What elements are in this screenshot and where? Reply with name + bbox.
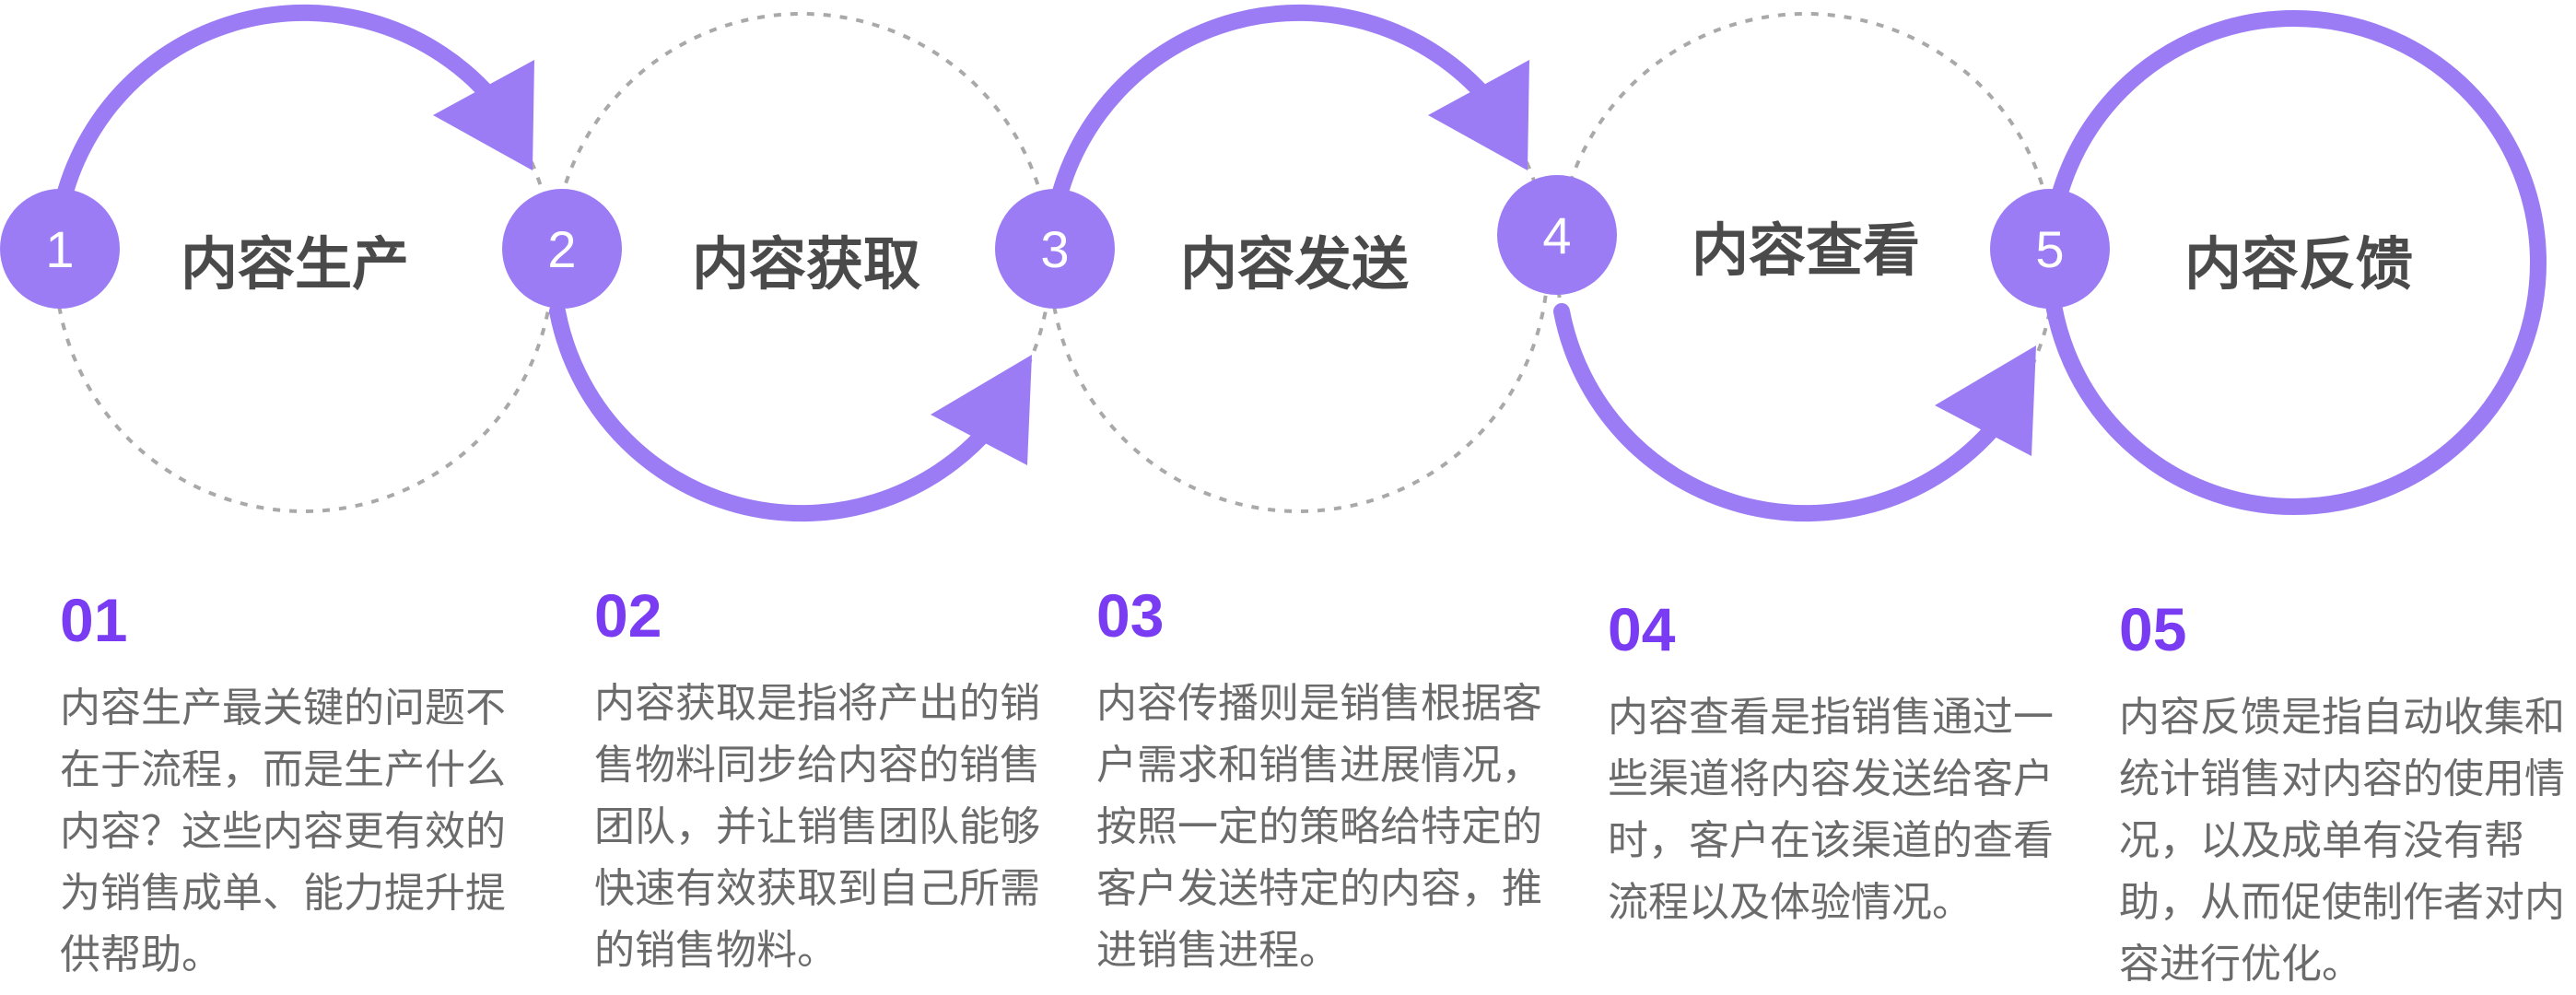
step-3-details: 03 内容传播则是销售根据客户需求和销售进展情况，按照一定的策略给特定的客户发送… [1096,585,1548,981]
badge-step-1 [0,189,120,309]
step-1-details: 01 内容生产最关键的问题不在于流程，而是生产什么内容？这些内容更有效的为销售成… [60,590,511,986]
badge-step-1-number: 1 [45,220,74,278]
step-3-title: 内容发送 [1180,230,1409,298]
step-4-description: 内容查看是指销售通过一些渠道将内容发送给客户时，客户在该渠道的查看流程以及体验情… [1608,694,2054,926]
step-5-title: 内容反馈 [2184,230,2413,298]
arc-step-3 [1047,4,1496,223]
badge-step-5-number: 5 [2035,220,2064,278]
arrowhead-step-3 [1428,60,1529,170]
arc-step-2 [549,303,999,522]
arc-step-1 [52,4,501,223]
badge-step-2 [502,189,622,309]
step-1-number: 01 [60,586,128,654]
arrowhead-step-1 [433,60,534,170]
step-3-number: 03 [1096,581,1165,650]
step-4-number: 04 [1608,595,1676,663]
step-4-details: 04 内容查看是指销售通过一些渠道将内容发送给客户时，客户在该渠道的查看流程以及… [1608,599,2059,934]
badge-step-2-number: 2 [547,220,576,278]
step-2-details: 02 内容获取是指将产出的销售物料同步给内容的销售团队，并让销售团队能够快速有效… [594,585,1046,981]
step-5-description: 内容反馈是指自动收集和统计销售对内容的使用情况，以及成单有没有帮助，从而促使制作… [2119,694,2565,988]
step-2-title: 内容获取 [692,230,920,298]
step-1-title: 内容生产 [181,230,409,298]
arrowhead-step-4 [1935,345,2036,456]
arrowhead-step-2 [931,355,1032,465]
badge-step-5 [1990,189,2110,309]
process-cycle-diagram: 1 2 3 4 5 内容生产 内容获取 内容发送 内容查看 内容反馈 [0,4,2547,522]
badge-step-3 [995,189,1115,309]
step-5-details: 05 内容反馈是指自动收集和统计销售对内容的使用情况，以及成单有没有帮助，从而促… [2119,599,2570,995]
step-1-description: 内容生产最关键的问题不在于流程，而是生产什么内容？这些内容更有效的为销售成单、能… [60,685,506,978]
arc-step-4 [1553,303,2003,522]
step-3-description: 内容传播则是销售根据客户需求和销售进展情况，按照一定的策略给特定的客户发送特定的… [1096,680,1542,974]
step-2-description: 内容获取是指将产出的销售物料同步给内容的销售团队，并让销售团队能够快速有效获取到… [594,680,1040,974]
badge-step-4 [1497,175,1617,295]
badge-step-3-number: 3 [1040,220,1069,278]
badge-step-4-number: 4 [1542,206,1571,264]
step-2-number: 02 [594,581,662,650]
step-4-title: 内容查看 [1692,217,1920,284]
step-5-number: 05 [2119,595,2187,663]
